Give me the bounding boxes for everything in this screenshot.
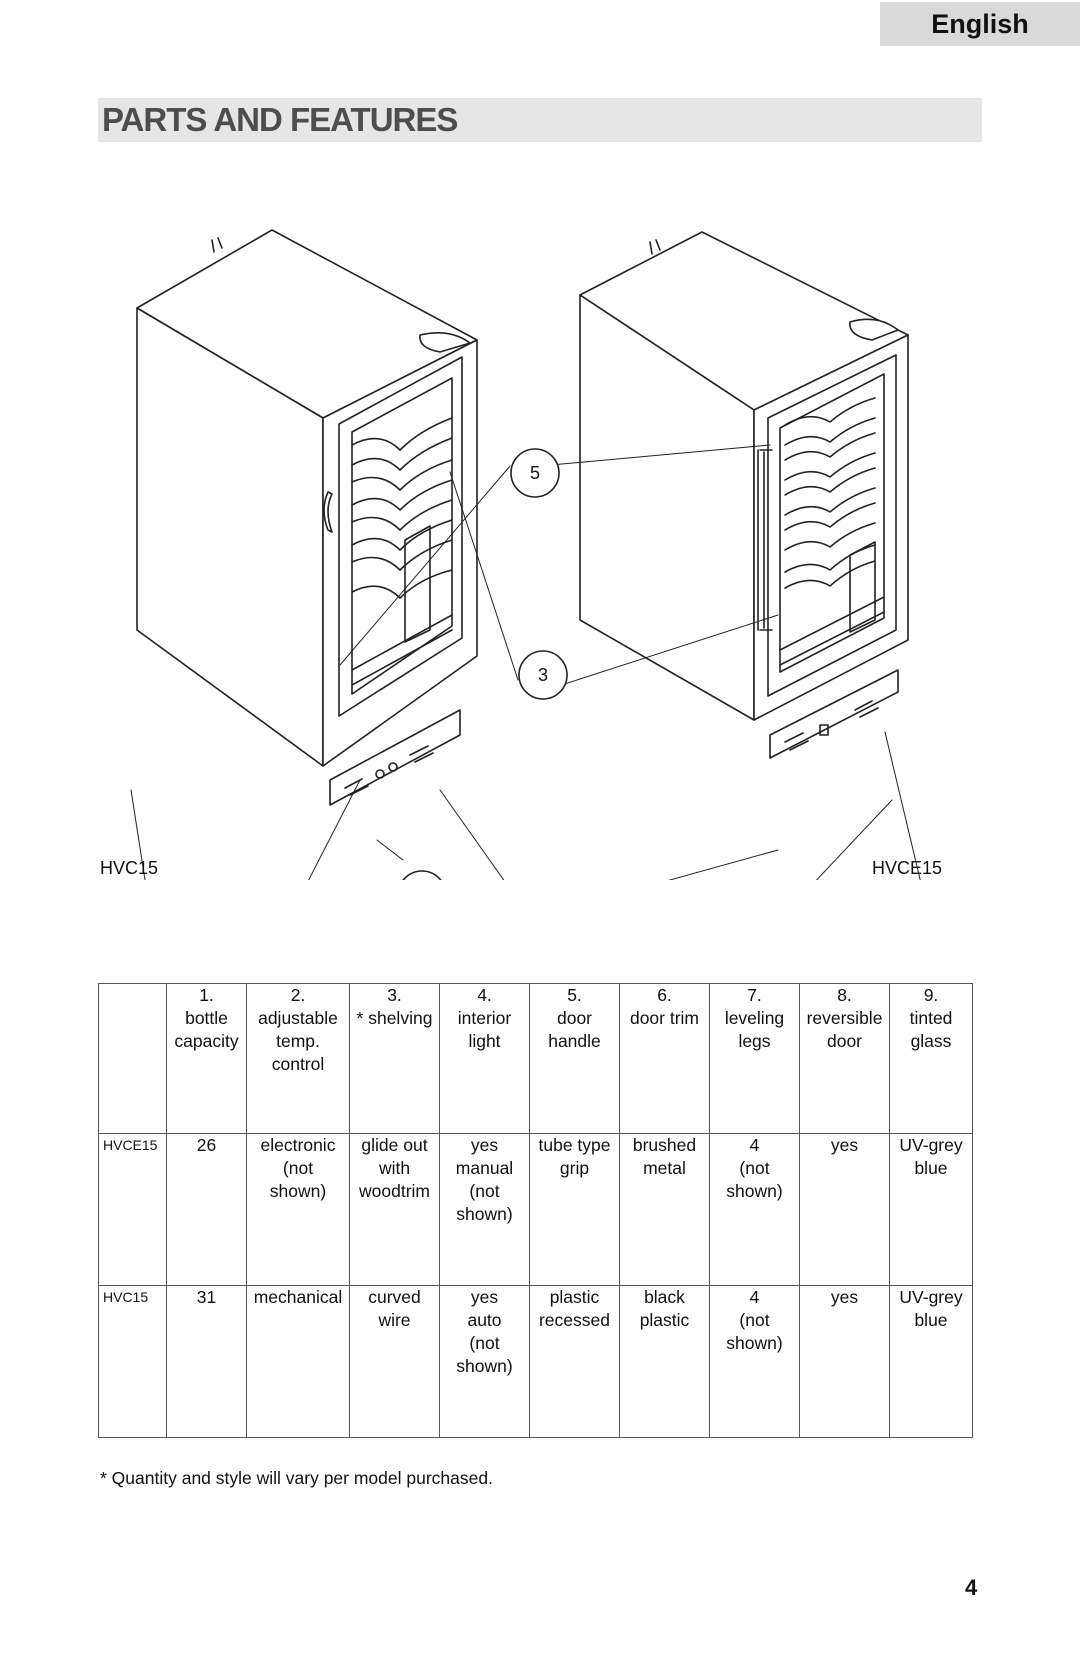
table-cell: 26: [166, 1133, 247, 1286]
section-title-bar: PARTS AND FEATURES: [98, 98, 982, 142]
callout-3: [518, 650, 568, 700]
table-header-cell: 3.* shelving: [349, 983, 440, 1134]
footnote: * Quantity and style will vary per model…: [100, 1468, 493, 1488]
hvc15-cabinet-illustration: [136, 229, 478, 806]
hvce15-cabinet-illustration: [579, 231, 909, 759]
language-tab: English: [880, 2, 1080, 46]
table-corner-cell: [98, 983, 167, 1134]
table-row-model: HVC15: [98, 1285, 167, 1438]
language-label: English: [931, 8, 1029, 39]
callout-5: [510, 448, 560, 498]
callout-label: 5: [530, 463, 540, 483]
leader-lines: [130, 444, 921, 880]
callout-circles: [402, 448, 568, 880]
section-title: PARTS AND FEATURES: [102, 101, 458, 138]
table-header-cell: 6.door trim: [619, 983, 710, 1134]
callout-2: [402, 870, 442, 880]
right-model-label: HVCE15: [872, 858, 943, 878]
table-row-model: HVCE15: [98, 1133, 167, 1286]
table-cell: yes: [799, 1133, 890, 1286]
table-cell: mechanical: [246, 1285, 350, 1438]
parts-diagram: 5 3 2 6 7 9 9 7: [130, 229, 921, 880]
table-cell: 31: [166, 1285, 247, 1438]
table-cell: yes: [799, 1285, 890, 1438]
left-model-label: HVC15: [100, 858, 159, 878]
page-number: 4: [965, 1575, 978, 1600]
callout-label: 3: [538, 665, 548, 685]
